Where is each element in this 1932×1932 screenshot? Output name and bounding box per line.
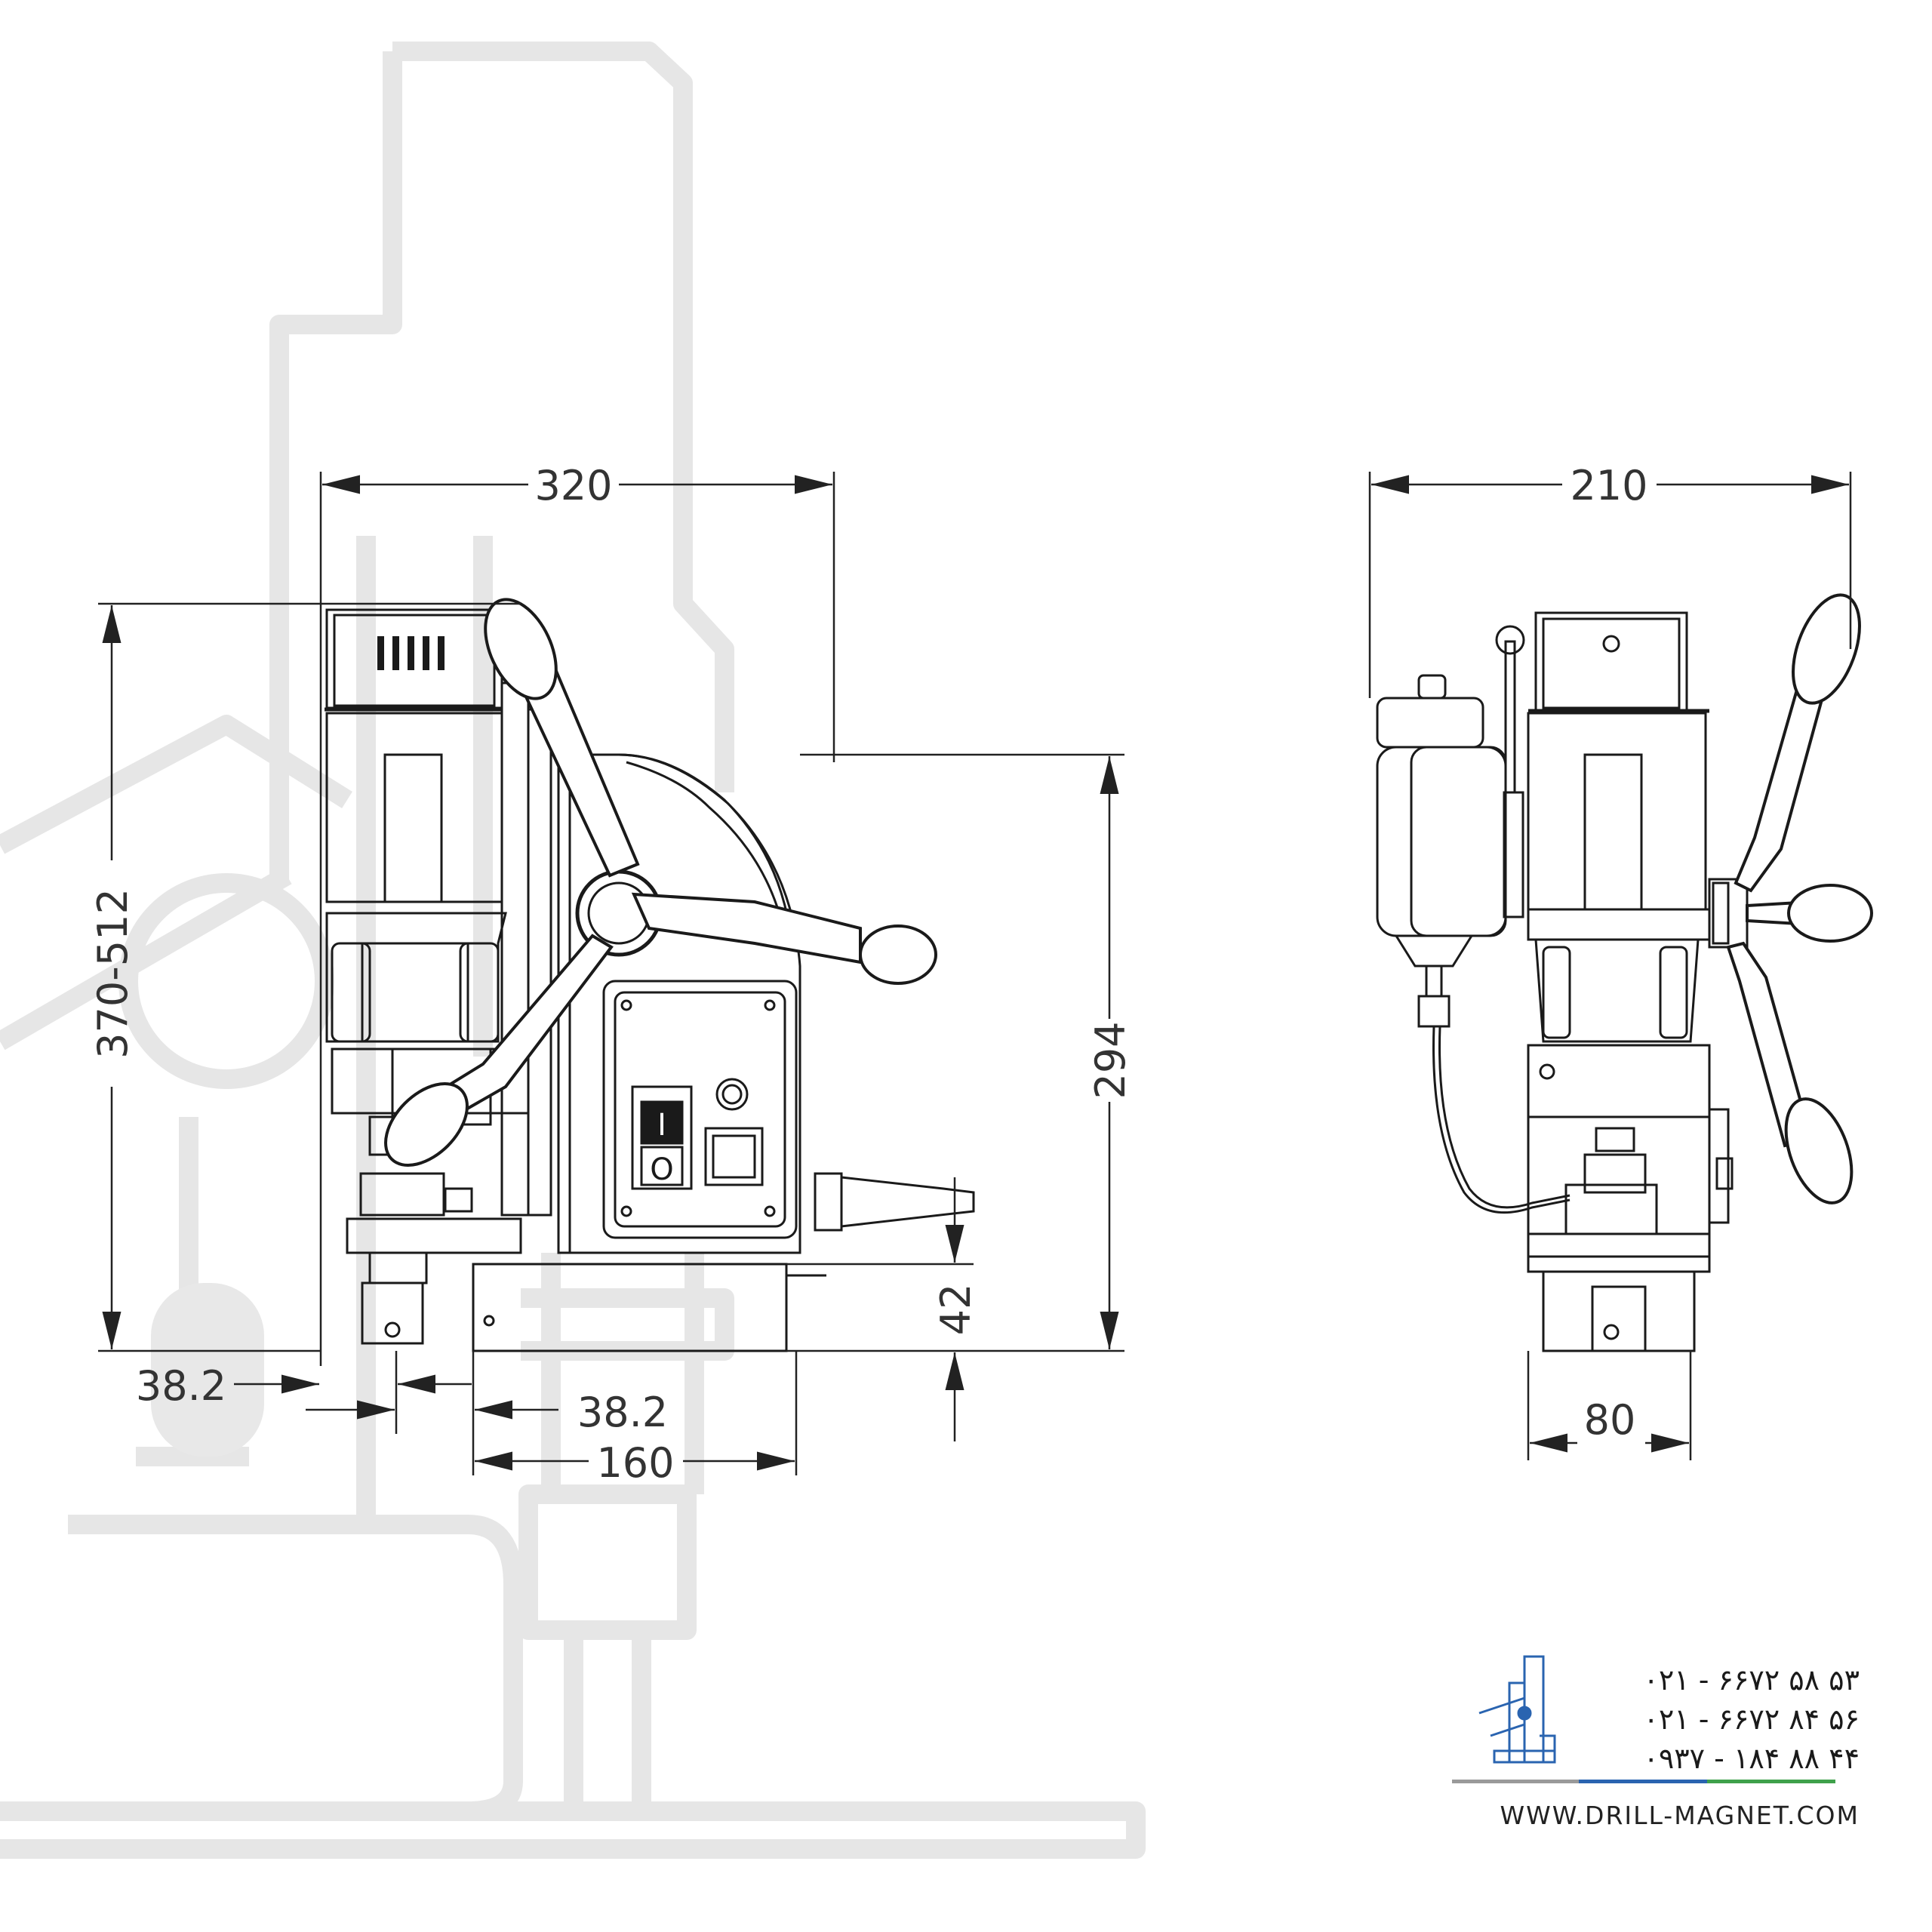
phone-number-2: ۰۲۱ - ۶۶۷۲ ۸۴ ۵۶ [1643,1703,1860,1736]
front-view: I O [325,608,975,1352]
switch-on-label: I [657,1108,666,1143]
dim-offset-right-38-2: 38.2 [577,1389,668,1436]
front-dimensions [98,472,1124,1475]
dim-base-160: 160 [596,1439,674,1487]
watermark-drill-outline [0,42,1146,1859]
rule-gray [1452,1780,1579,1783]
watermark-handle [151,1283,264,1457]
dim-base-42: 42 [932,1284,980,1336]
feed-handles-side [1726,593,1873,1204]
side-dimension-labels: 210 80 [1570,462,1647,1444]
rule-green [1707,1780,1835,1783]
dim-offset-left-38-2: 38.2 [136,1362,226,1410]
side-view [1376,611,1749,1352]
rule-blue [1579,1780,1707,1783]
switch-off-label: O [650,1152,673,1187]
dim-width-320: 320 [534,462,612,509]
phone-number-3: ۰۹۳۷ - ۱۸۴ ۸۸ ۴۴ [1643,1742,1860,1775]
side-dimensions [1368,472,1852,1460]
dim-side-base-80: 80 [1584,1396,1636,1444]
website-url: WWW.DRILL-MAGNET.COM [1500,1801,1860,1830]
dim-height-370-512: 370-512 [89,888,137,1059]
front-dimension-labels: 320 370-512 294 42 38.2 38.2 160 [89,462,1134,1487]
phone-number-1: ۰۲۱ - ۶۶۷۲ ۵۸ ۵۳ [1643,1663,1860,1697]
brand-logo [1478,1655,1556,1764]
contact-block: ۰۲۱ - ۶۶۷۲ ۵۸ ۵۳ ۰۲۱ - ۶۶۷۲ ۸۴ ۵۶ ۰۹۳۷ -… [1500,1660,1860,1830]
feed-handles-front [384,598,937,1167]
dim-magnet-294: 294 [1087,1021,1134,1099]
dim-side-width-210: 210 [1570,462,1647,509]
